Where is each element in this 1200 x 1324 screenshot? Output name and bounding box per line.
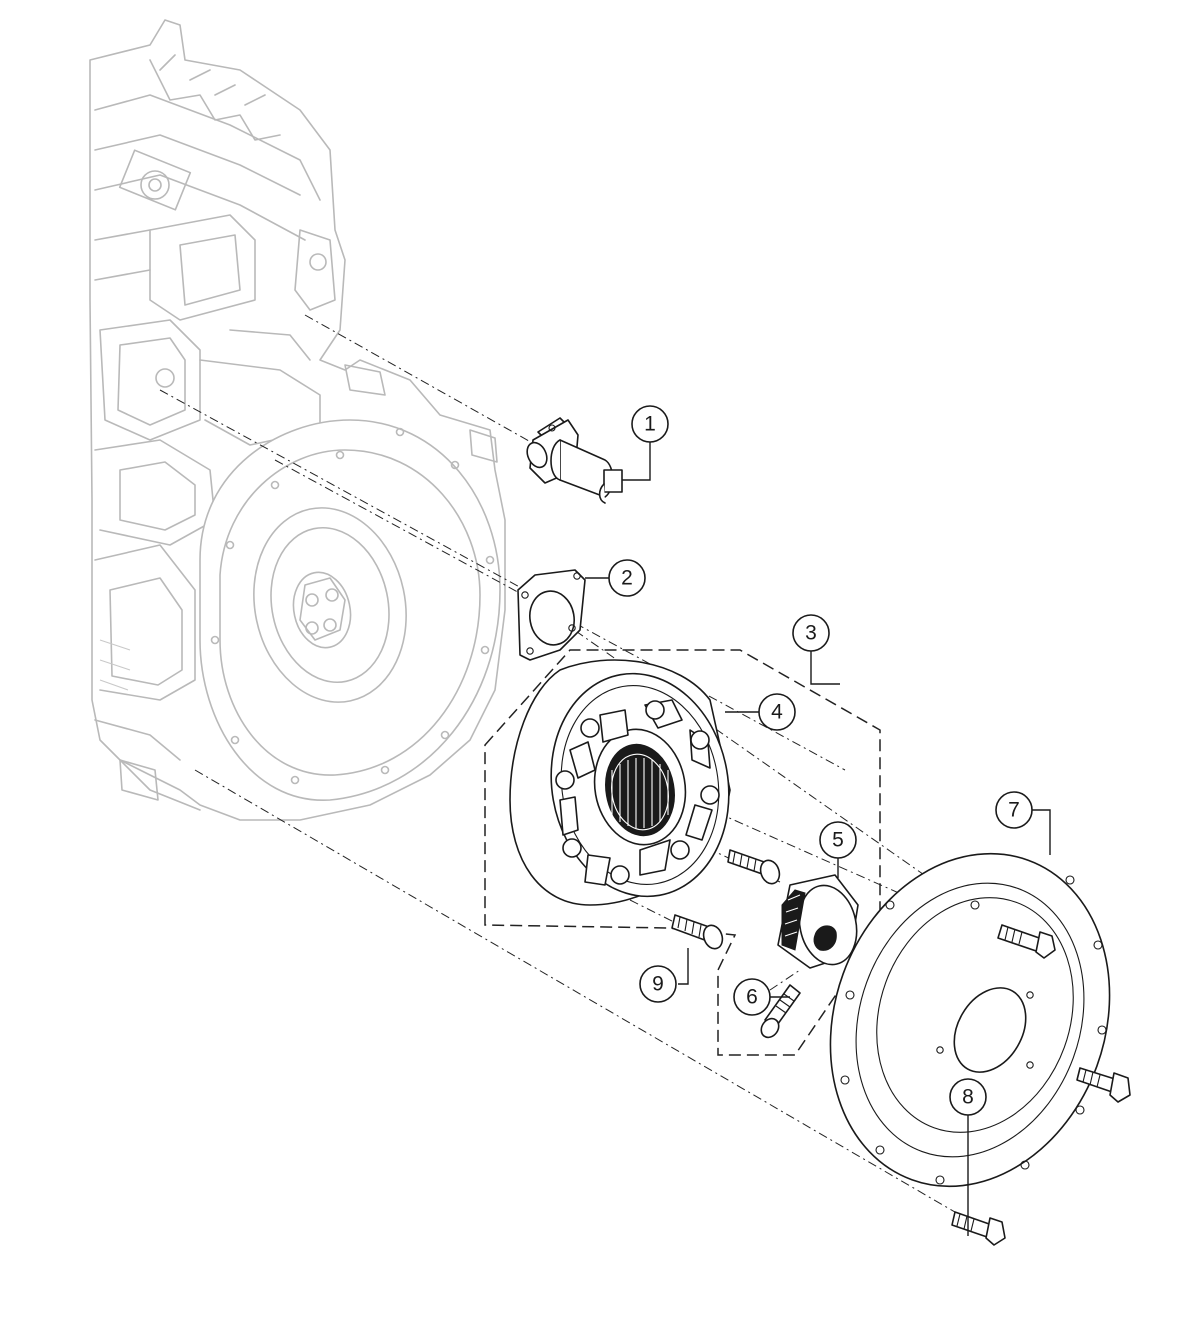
callout-3-label: 3	[805, 622, 817, 645]
callout-5-label: 5	[832, 829, 844, 852]
part-9-socket-screws	[671, 849, 781, 950]
callout-1-label: 1	[644, 413, 656, 436]
callout-9: 9	[639, 965, 677, 1003]
callout-8-label: 8	[962, 1086, 974, 1109]
callout-5: 5	[819, 821, 857, 859]
callout-4-label: 4	[771, 701, 783, 724]
callout-2-label: 2	[621, 567, 633, 590]
callout-3: 3	[792, 614, 830, 652]
callout-4: 4	[758, 693, 796, 731]
callout-6-label: 6	[746, 986, 758, 1009]
callout-7-label: 7	[1008, 799, 1020, 822]
callout-6: 6	[733, 978, 771, 1016]
callout-1: 1	[631, 405, 669, 443]
part-7-flange-plate	[829, 852, 1111, 1188]
callout-7: 7	[995, 791, 1033, 829]
callout-9-label: 9	[652, 973, 664, 996]
part-8-hex-bolts	[951, 924, 1131, 1246]
callout-8-final: 8	[949, 1078, 987, 1116]
engine-block-ghost	[89, 19, 506, 821]
part-3-group-boundary	[484, 649, 881, 1056]
part-5-hub	[777, 874, 859, 969]
part-4-coupling-housing	[509, 659, 731, 906]
part-1-solenoid	[526, 417, 623, 504]
part-2-gasket	[517, 569, 586, 661]
callout-2: 2	[608, 559, 646, 597]
